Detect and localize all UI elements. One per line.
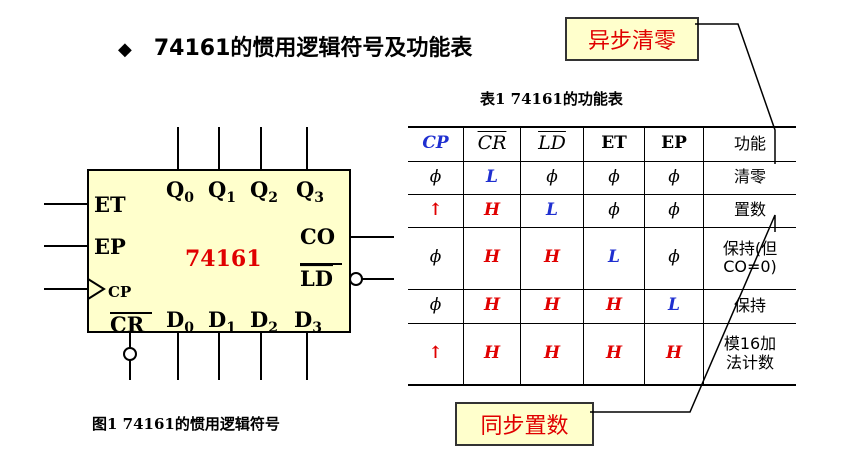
d3-sub: 3 bbox=[312, 320, 322, 336]
table-header-row: CP CR LD ET EP 功能 bbox=[408, 126, 796, 162]
table-row: ↑ H H H H 模16加法计数 bbox=[408, 323, 796, 386]
pin-label-ep: EP bbox=[94, 234, 126, 259]
svg-text:D1: D1 bbox=[208, 307, 236, 336]
d2-sub: 2 bbox=[268, 320, 278, 336]
header-cp: CP bbox=[408, 126, 464, 162]
bottom-pin-labels: D0 D1 D2 D3 bbox=[166, 307, 322, 336]
d1-label: D bbox=[208, 307, 226, 332]
q0-sub: 0 bbox=[184, 190, 194, 206]
q1-label: Q bbox=[208, 177, 226, 202]
table-row: ↑ H L ϕ ϕ 置数 bbox=[408, 194, 796, 228]
async-clear-callout: 异步清零 bbox=[565, 17, 699, 61]
diamond-bullet-icon: ◆ bbox=[118, 39, 132, 60]
pin-label-et: ET bbox=[94, 192, 126, 217]
header-ld: LD bbox=[520, 126, 584, 162]
svg-text:Q3: Q3 bbox=[296, 177, 324, 206]
cell: L bbox=[463, 161, 521, 195]
cell: H bbox=[644, 323, 704, 386]
cell: H bbox=[463, 227, 521, 290]
function-line: 法计数 bbox=[725, 352, 774, 372]
chip-name: 74161 bbox=[185, 246, 262, 272]
cell: H bbox=[463, 323, 521, 386]
q2-sub: 2 bbox=[268, 190, 278, 206]
function-line: 模16加 bbox=[723, 334, 777, 354]
svg-text:Q1: Q1 bbox=[208, 177, 236, 206]
header-ld-text: LD bbox=[538, 132, 566, 155]
table-row: ϕ L ϕ ϕ ϕ 清零 bbox=[408, 161, 796, 195]
cell: H bbox=[520, 323, 584, 386]
cell: H bbox=[463, 194, 521, 228]
d3-label: D bbox=[294, 307, 312, 332]
cell: ϕ bbox=[408, 161, 464, 195]
title-text: 74161的惯用逻辑符号及功能表 bbox=[153, 36, 473, 61]
cell-function: 置数 bbox=[703, 194, 796, 228]
cell-function: 模16加法计数 bbox=[703, 323, 796, 386]
cell: ϕ bbox=[644, 194, 704, 228]
function-line: CO=0) bbox=[723, 257, 777, 276]
cell-function: 清零 bbox=[703, 161, 796, 195]
rising-edge-icon: ↑ bbox=[408, 323, 464, 386]
cell: H bbox=[583, 323, 645, 386]
cell: ϕ bbox=[644, 161, 704, 195]
ld-inversion-bubble bbox=[349, 272, 363, 286]
svg-text:Q2: Q2 bbox=[250, 177, 278, 206]
cell: ϕ bbox=[520, 161, 584, 195]
q1-sub: 1 bbox=[226, 190, 236, 206]
cell: L bbox=[644, 289, 704, 324]
clock-triangle-icon bbox=[87, 278, 106, 300]
pin-label-ld: LD bbox=[300, 266, 333, 291]
cell: H bbox=[583, 289, 645, 324]
pin-label-cp: CP bbox=[108, 283, 131, 301]
header-et: ET bbox=[583, 126, 645, 162]
header-ep: EP bbox=[644, 126, 704, 162]
cell: H bbox=[463, 289, 521, 324]
top-pin-labels: Q0 Q1 Q2 Q3 bbox=[166, 177, 324, 206]
q0-label: Q bbox=[166, 177, 184, 202]
cell: L bbox=[520, 194, 584, 228]
svg-text:D3: D3 bbox=[294, 307, 322, 336]
function-table: CP CR LD ET EP 功能 ϕ L ϕ ϕ ϕ 清零 ↑ H L ϕ ϕ… bbox=[408, 126, 796, 386]
svg-text:D0: D0 bbox=[166, 307, 194, 336]
pin-label-cr: CR bbox=[110, 312, 145, 337]
header-cr-text: CR bbox=[477, 132, 507, 155]
cell: H bbox=[520, 289, 584, 324]
cell: ϕ bbox=[583, 194, 645, 228]
function-line: 保持(但 bbox=[722, 238, 778, 258]
q3-sub: 3 bbox=[314, 190, 324, 206]
cell: ϕ bbox=[644, 227, 704, 290]
cell: ϕ bbox=[408, 227, 464, 290]
sync-load-callout: 同步置数 bbox=[455, 402, 594, 446]
table-row: ϕ H H H L 保持 bbox=[408, 289, 796, 324]
header-cr: CR bbox=[463, 126, 521, 162]
header-function: 功能 bbox=[703, 126, 796, 162]
d0-sub: 0 bbox=[184, 320, 194, 336]
q3-label: Q bbox=[296, 177, 314, 202]
cell: ϕ bbox=[583, 161, 645, 195]
rising-edge-icon: ↑ bbox=[408, 194, 464, 228]
cell: L bbox=[583, 227, 645, 290]
cell: H bbox=[520, 227, 584, 290]
pin-label-co: CO bbox=[300, 224, 335, 249]
q2-label: Q bbox=[250, 177, 268, 202]
cell-function: 保持 bbox=[703, 289, 796, 324]
svg-text:D2: D2 bbox=[250, 307, 278, 336]
cr-inversion-bubble bbox=[123, 347, 137, 361]
table-caption: 表1 74161的功能表 bbox=[480, 90, 623, 108]
chip-body bbox=[87, 169, 351, 333]
cell: ϕ bbox=[408, 289, 464, 324]
figure-caption: 图1 74161的惯用逻辑符号 bbox=[92, 415, 280, 433]
page-title: ◆ 74161的惯用逻辑符号及功能表 bbox=[118, 30, 472, 62]
d1-sub: 1 bbox=[226, 320, 236, 336]
d2-label: D bbox=[250, 307, 268, 332]
svg-text:Q0: Q0 bbox=[166, 177, 194, 206]
d0-label: D bbox=[166, 307, 184, 332]
